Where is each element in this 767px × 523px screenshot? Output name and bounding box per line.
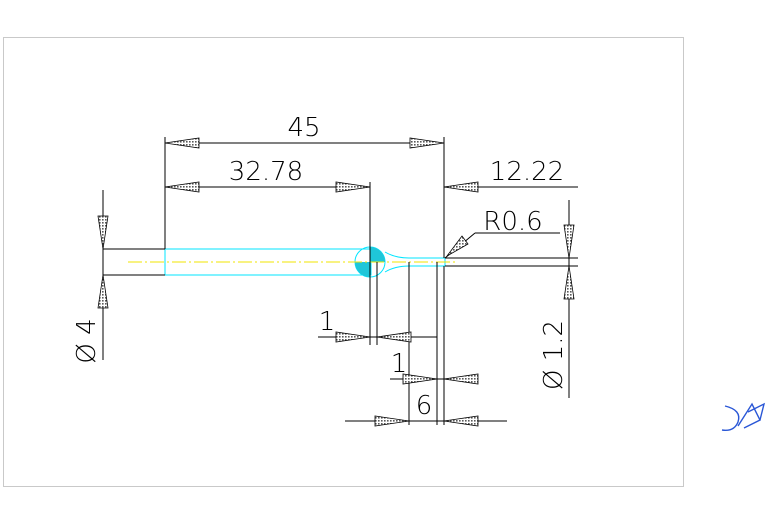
arrow-1a-left [335,331,371,343]
dim-left-length: 32.78 [229,157,303,187]
arrow-45-right [409,137,445,149]
ball-hatch-upper-right [370,247,385,262]
arrow-1222-left [443,181,479,193]
arrow-6-left [374,415,410,427]
arrow-r06 [446,235,469,257]
arrow-3278-right [335,181,371,193]
taper-upper [384,251,445,259]
arrow-45-left [164,137,200,149]
arrow-1a-right [376,331,412,343]
arrow-d4-top [97,215,109,250]
dim-tip-length: 6 [416,391,433,421]
dim-step-one-b: 1 [391,349,408,379]
dim-step-one-a: 1 [319,307,336,337]
arrow-1b-left [402,373,438,385]
arrow-d12-top [563,224,575,259]
dim-overall-length: 45 [287,113,320,143]
ball-hatch-lower-left [355,262,370,277]
logo-icon [721,402,766,432]
arrow-d4-bottom [97,274,109,309]
arrow-1b-right [443,373,479,385]
arrowheads [97,137,575,427]
arrow-d12-bottom [563,265,575,300]
dim-shank-diameter: Ø 4 [72,318,102,363]
dim-tip-diameter: Ø 1.2 [539,320,569,390]
dim-tip-radius: R0.6 [483,207,542,237]
dim-right-length: 12.22 [490,157,564,187]
taper-lower [384,265,445,273]
arrow-6-right [443,415,479,427]
arrow-3278-left [164,181,200,193]
